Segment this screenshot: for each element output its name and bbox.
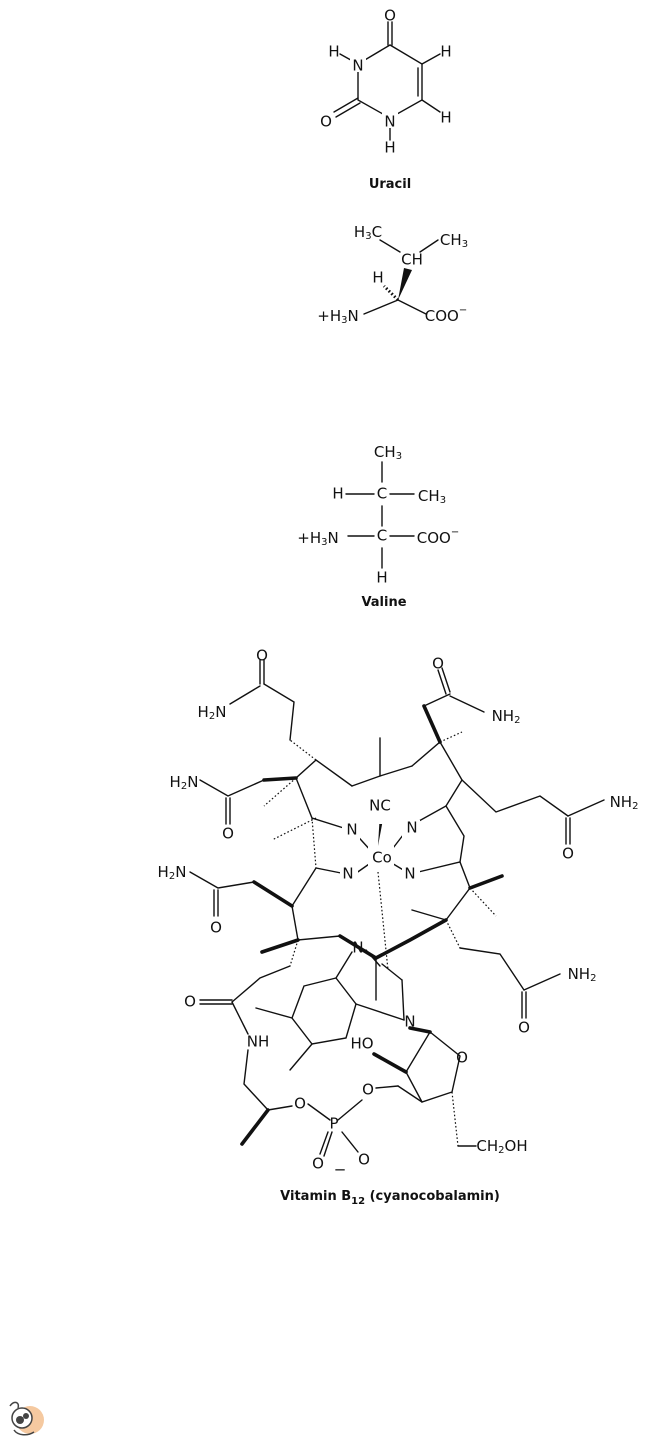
b12-n-bz: N: [352, 939, 363, 957]
valine-fischer-coo: COO−: [417, 527, 459, 547]
b12-o-4: O: [562, 845, 574, 863]
b12-h2n-3: H2N: [158, 863, 187, 883]
b12-caption: Vitamin B12 (cyanocobalamin): [280, 1189, 500, 1207]
valine-fischer-h3n: +H3N: [297, 529, 338, 549]
b12-o-p2: O: [358, 1151, 370, 1169]
uracil-o-top: O: [384, 7, 396, 25]
valine-fischer-structure: CH3 H C CH3 +H3N C COO− H Valine: [290, 430, 490, 620]
b12-o-link2: O: [362, 1081, 374, 1099]
vitamin-b12-structure: O H2N O NH2 H2N O NH2 O H2N O NH2 O: [140, 640, 640, 1220]
valine-fischer-c-lower: C: [377, 527, 387, 545]
valine-fischer-ch3-top: CH3: [374, 443, 402, 463]
uracil-h-n3: H: [384, 139, 395, 157]
valine-wedge-h-label: H: [372, 269, 383, 287]
b12-o-1: O: [256, 647, 268, 665]
uracil-n1: N: [352, 57, 363, 75]
b12-n-b: N: [406, 819, 417, 837]
valine-wedge-h3n-label: +H3N: [317, 307, 358, 327]
b12-ch2oh: CH2OH: [476, 1137, 527, 1157]
b12-nh2-3: NH2: [568, 965, 597, 985]
b12-o-7: O: [184, 993, 196, 1011]
valine-wedge-ch3-label: CH3: [440, 231, 468, 251]
b12-o-p1: O: [312, 1155, 324, 1173]
uracil-caption: Uracil: [369, 177, 411, 192]
b12-h2n-1: H2N: [198, 703, 227, 723]
valine-fischer-ch3-right: CH3: [418, 487, 446, 507]
b12-n-c: N: [342, 865, 353, 883]
b12-nc: NC: [369, 797, 391, 815]
valine-fischer-h-bottom: H: [376, 569, 387, 587]
uracil-h-c5: H: [440, 43, 451, 61]
b12-o-6: O: [518, 1019, 530, 1037]
b12-ho: HO: [350, 1035, 373, 1053]
uracil-o-left: O: [320, 113, 332, 131]
b12-n-a: N: [346, 821, 357, 839]
uracil-structure: O H N H O H N H Uracil: [300, 0, 480, 200]
valine-caption: Valine: [361, 595, 406, 610]
b12-o-3: O: [222, 825, 234, 843]
b12-co: Co: [372, 849, 392, 867]
valine-fischer-h-left: H: [332, 485, 343, 503]
b12-nh2-2: NH2: [610, 793, 639, 813]
b12-o-5: O: [210, 919, 222, 937]
uracil-n3: N: [384, 113, 395, 131]
b12-o-ring: O: [456, 1049, 468, 1067]
valine-wedge-coo-label: COO−: [425, 305, 467, 325]
b12-nh: NH: [247, 1033, 270, 1051]
valine-wedge-structure: H3C CH3 CH H +H3N COO−: [300, 210, 500, 340]
b12-h2n-2: H2N: [170, 773, 199, 793]
valine-wedge-h3c-label: H3C: [354, 223, 382, 243]
b12-p: P: [329, 1115, 338, 1133]
b12-nh2-1: NH2: [492, 707, 521, 727]
valine-wedge-ch-label: CH: [401, 251, 423, 269]
valine-fischer-c-upper: C: [377, 485, 387, 503]
b12-n-d: N: [404, 865, 415, 883]
mouse-logo-icon: [4, 1398, 50, 1442]
b12-o-link1: O: [294, 1095, 306, 1113]
uracil-h-n1: H: [328, 43, 339, 61]
b12-o-2: O: [432, 655, 444, 673]
uracil-h-c6: H: [440, 109, 451, 127]
b12-minus: −: [334, 1161, 347, 1179]
